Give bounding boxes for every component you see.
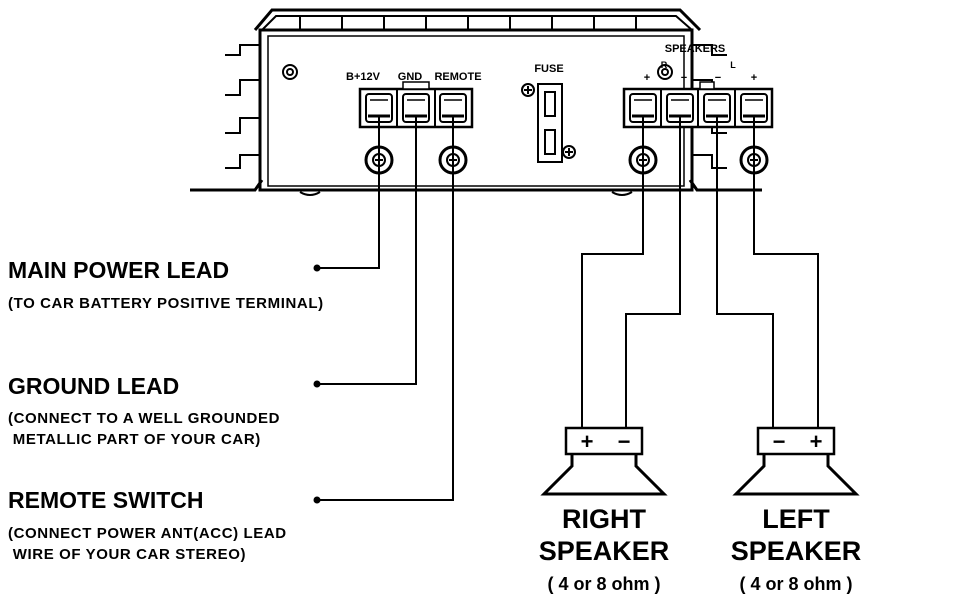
speaker-name-2: SPEAKER xyxy=(731,536,862,566)
speaker-name-1: RIGHT xyxy=(562,504,647,534)
lead-main-power: MAIN POWER LEAD (TO CAR BATTERY POSITIVE… xyxy=(8,257,324,312)
label-fuse: FUSE xyxy=(534,63,563,75)
lead-dot-remote xyxy=(313,496,321,504)
lead-desc: (TO CAR BATTERY POSITIVE TERMINAL) xyxy=(8,295,324,312)
label-gnd: GND xyxy=(398,71,423,83)
left-side-fins xyxy=(225,44,260,169)
speaker-cone xyxy=(540,454,668,496)
right-speaker: + − RIGHT SPEAKER ( 4 or 8 ohm ) xyxy=(539,426,670,594)
label-b12v: B+12V xyxy=(346,71,381,83)
label-r-minus: − xyxy=(681,72,687,84)
heatsink-fins xyxy=(292,15,644,30)
lead-remote: REMOTE SWITCH (CONNECT POWER ANT(ACC) LE… xyxy=(8,487,287,563)
lead-title: MAIN POWER LEAD xyxy=(8,257,229,283)
mount-screw-right xyxy=(657,64,673,80)
speaker-impedance: ( 4 or 8 ohm ) xyxy=(739,574,852,594)
label-l-minus: − xyxy=(715,72,721,84)
wire-ground xyxy=(320,116,417,385)
polarity-right: + xyxy=(810,429,823,454)
label-r: R xyxy=(661,60,668,70)
lead-title: GROUND LEAD xyxy=(8,373,179,399)
lead-dot-ground xyxy=(313,380,321,388)
fuse-holder xyxy=(521,83,576,163)
polarity-left: + xyxy=(581,429,594,454)
label-remote: REMOTE xyxy=(434,71,481,83)
wire-left-plus xyxy=(753,116,819,428)
left-speaker: − + LEFT SPEAKER ( 4 or 8 ohm ) xyxy=(731,426,862,594)
label-speakers: SPEAKERS xyxy=(665,43,726,55)
lead-desc: METALLIC PART OF YOUR CAR) xyxy=(8,431,261,448)
label-l-plus: + xyxy=(751,72,757,84)
polarity-right: − xyxy=(618,429,631,454)
lead-dot-main-power xyxy=(313,264,321,272)
label-l: L xyxy=(730,60,736,70)
speaker-impedance: ( 4 or 8 ohm ) xyxy=(547,574,660,594)
wires xyxy=(320,116,819,501)
wire-right-plus xyxy=(581,116,644,428)
lead-title: REMOTE SWITCH xyxy=(8,487,204,513)
mount-screw-left xyxy=(282,64,298,80)
wire-main-power xyxy=(320,116,380,269)
speaker-cone xyxy=(732,454,860,496)
wire-right-minus xyxy=(625,116,681,428)
speaker-name-1: LEFT xyxy=(762,504,830,534)
amplifier-chassis xyxy=(190,8,762,196)
label-r-plus: + xyxy=(644,72,650,84)
lead-desc: (CONNECT TO A WELL GROUNDED xyxy=(8,410,280,427)
speaker-terminal-block xyxy=(622,81,774,129)
polarity-left: − xyxy=(773,429,786,454)
speaker-name-2: SPEAKER xyxy=(539,536,670,566)
terminal-screw-gnd xyxy=(402,93,430,123)
speaker-terminal-plate xyxy=(756,426,836,456)
lead-ground: GROUND LEAD (CONNECT TO A WELL GROUNDED … xyxy=(8,373,280,448)
lead-desc: WIRE OF YOUR CAR STEREO) xyxy=(8,546,246,563)
speaker-terminal-plate xyxy=(564,426,644,456)
wire-remote xyxy=(320,116,454,501)
wire-left-minus xyxy=(716,116,774,428)
terminal-screw-r-plus xyxy=(629,93,657,123)
lead-desc: (CONNECT POWER ANT(ACC) LEAD xyxy=(8,525,287,542)
